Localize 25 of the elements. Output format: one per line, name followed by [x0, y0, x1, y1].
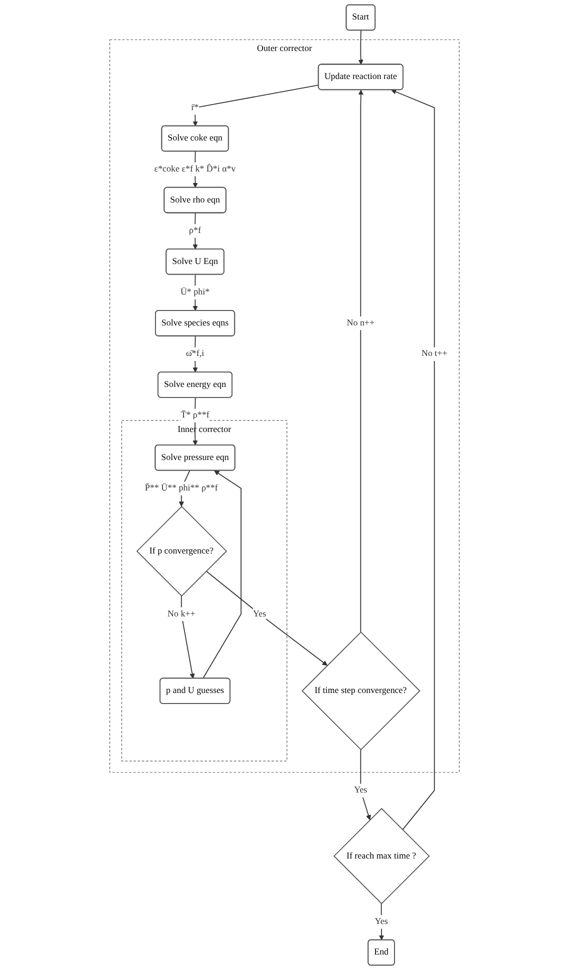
arrow — [193, 336, 198, 373]
arrow — [358, 90, 364, 633]
arrow — [202, 470, 242, 679]
edge-label: T̄* ρ**f — [181, 410, 210, 420]
edge-label: No n++ — [347, 318, 376, 328]
arrow — [360, 749, 372, 820]
edge-label: r̄* — [192, 102, 200, 112]
node-diamond: If reach max time ? — [334, 808, 430, 904]
edge-label: Yes — [354, 786, 368, 796]
node-diamond: If p convergence? — [136, 506, 228, 597]
edge-label: Yes — [254, 609, 267, 619]
arrow — [206, 570, 328, 666]
arrow — [193, 84, 320, 126]
edge-label: No k++ — [168, 609, 196, 619]
edge-label: ρ*f — [190, 226, 202, 236]
edge-label: Yes — [375, 916, 388, 926]
edge-label: ω̄*f,i — [186, 349, 205, 359]
arrow — [193, 212, 198, 250]
edge-label: No t++ — [422, 349, 448, 359]
edge-label: Ū* phi* — [180, 287, 210, 298]
edge-label: P̄** Ū** phi** ρ**f — [145, 483, 218, 494]
arrow — [392, 89, 436, 830]
arrow — [358, 30, 364, 65]
node-diamond: If time step convergence? — [302, 631, 421, 750]
edge-label: ε*coke ε*f k* D̂*i α*v — [154, 164, 236, 174]
